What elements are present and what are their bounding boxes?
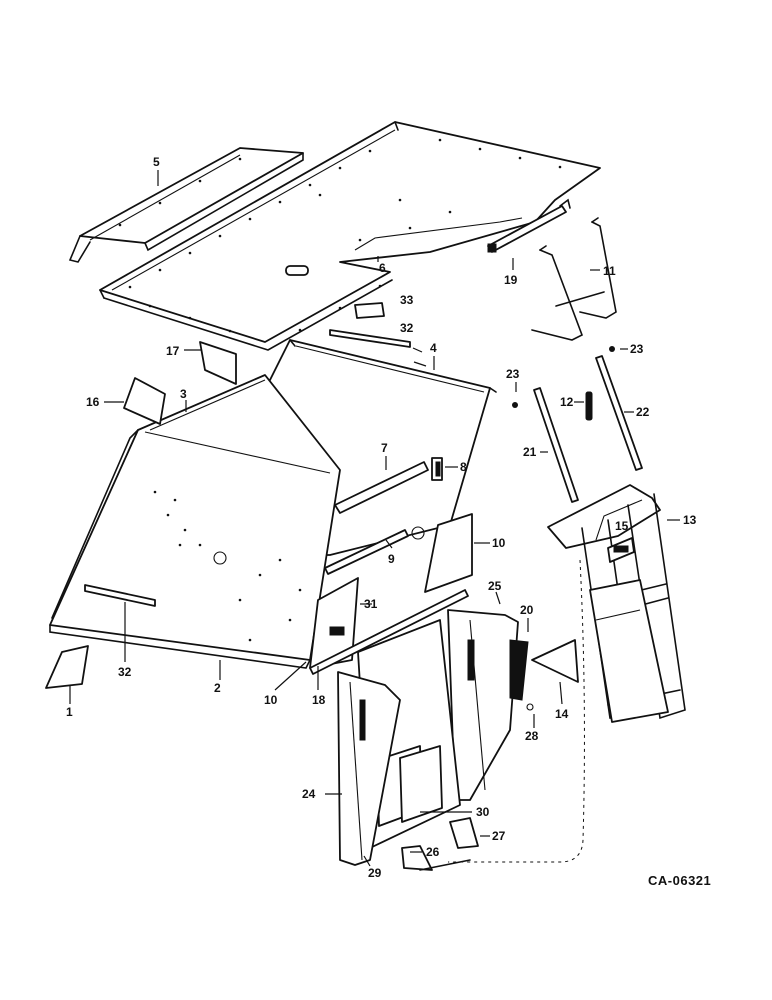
ladder-frame-part-13	[547, 484, 686, 723]
callout-32-bottom: 32	[118, 665, 132, 679]
callout-16: 16	[86, 395, 100, 409]
plate-part-15	[607, 537, 635, 563]
rod-part-21	[533, 387, 579, 503]
assembly-connector-line	[448, 559, 585, 863]
callout-12: 12	[560, 395, 574, 409]
clip-part-28	[526, 703, 534, 711]
fastener-part-23-b	[609, 346, 615, 352]
callout-10-left: 10	[264, 693, 278, 707]
callout-29: 29	[368, 866, 382, 880]
callout-9: 9	[388, 552, 395, 566]
callout-11: 11	[603, 264, 616, 278]
callout-2: 2	[214, 681, 221, 695]
callout-23-left: 23	[506, 367, 520, 381]
callout-3: 3	[180, 387, 187, 401]
gusset-part-17	[199, 341, 237, 385]
callout-28: 28	[525, 729, 539, 743]
leader-lines	[69, 170, 680, 867]
spring-part-12	[585, 391, 593, 421]
callout-18: 18	[312, 693, 326, 707]
spring-part-20	[509, 639, 529, 701]
fastener-part-23-a	[512, 402, 518, 408]
callout-8: 8	[460, 460, 467, 474]
bracket-part-10-right	[411, 513, 473, 593]
callout-14: 14	[555, 707, 569, 721]
callout-5: 5	[153, 155, 160, 169]
callout-31: 31	[364, 597, 378, 611]
top-cover-part-5	[68, 147, 304, 263]
callout-10-right: 10	[492, 536, 506, 550]
side-panel-part-24	[337, 671, 401, 866]
bracket-part-19	[487, 198, 571, 253]
callout-6: 6	[379, 261, 386, 275]
gusset-part-14	[531, 639, 579, 683]
channel-part-7	[334, 461, 429, 514]
callout-7: 7	[381, 441, 388, 455]
bracket-part-27	[449, 817, 479, 849]
callout-25: 25	[488, 579, 502, 593]
callout-30: 30	[476, 805, 490, 819]
callout-19: 19	[504, 273, 518, 287]
side-panel-part-2	[49, 374, 341, 669]
bracket-part-26	[401, 845, 471, 871]
bracket-part-10-left	[309, 577, 359, 669]
rod-part-22	[595, 355, 643, 471]
callout-27: 27	[492, 829, 506, 843]
callout-21: 21	[523, 445, 537, 459]
callout-labels: 5 6 33 32 17 4 3 16 7 8 9 10 19 11 23 23…	[66, 155, 697, 880]
plate-part-33	[354, 302, 385, 319]
clip-part-8	[431, 457, 443, 481]
callout-20: 20	[520, 603, 534, 617]
callout-1: 1	[66, 705, 73, 719]
roof-panel-part-6	[99, 121, 601, 351]
drawing-code: CA-06321	[648, 873, 711, 888]
support-frame-part-11	[531, 217, 617, 341]
callout-15: 15	[615, 519, 629, 533]
gusset-part-16	[123, 377, 166, 425]
callout-32-top: 32	[400, 321, 414, 335]
strip-part-32-top	[329, 329, 411, 348]
callout-17: 17	[166, 344, 180, 358]
callout-4: 4	[430, 341, 437, 355]
callout-26: 26	[426, 845, 440, 859]
callout-13: 13	[683, 513, 697, 527]
side-frame-part-25	[447, 609, 519, 801]
callout-24: 24	[302, 787, 316, 801]
callout-23-right: 23	[630, 342, 644, 356]
strip-part-18	[309, 589, 469, 675]
callout-33: 33	[400, 293, 414, 307]
callout-22: 22	[636, 405, 650, 419]
gusset-part-1	[45, 645, 89, 689]
